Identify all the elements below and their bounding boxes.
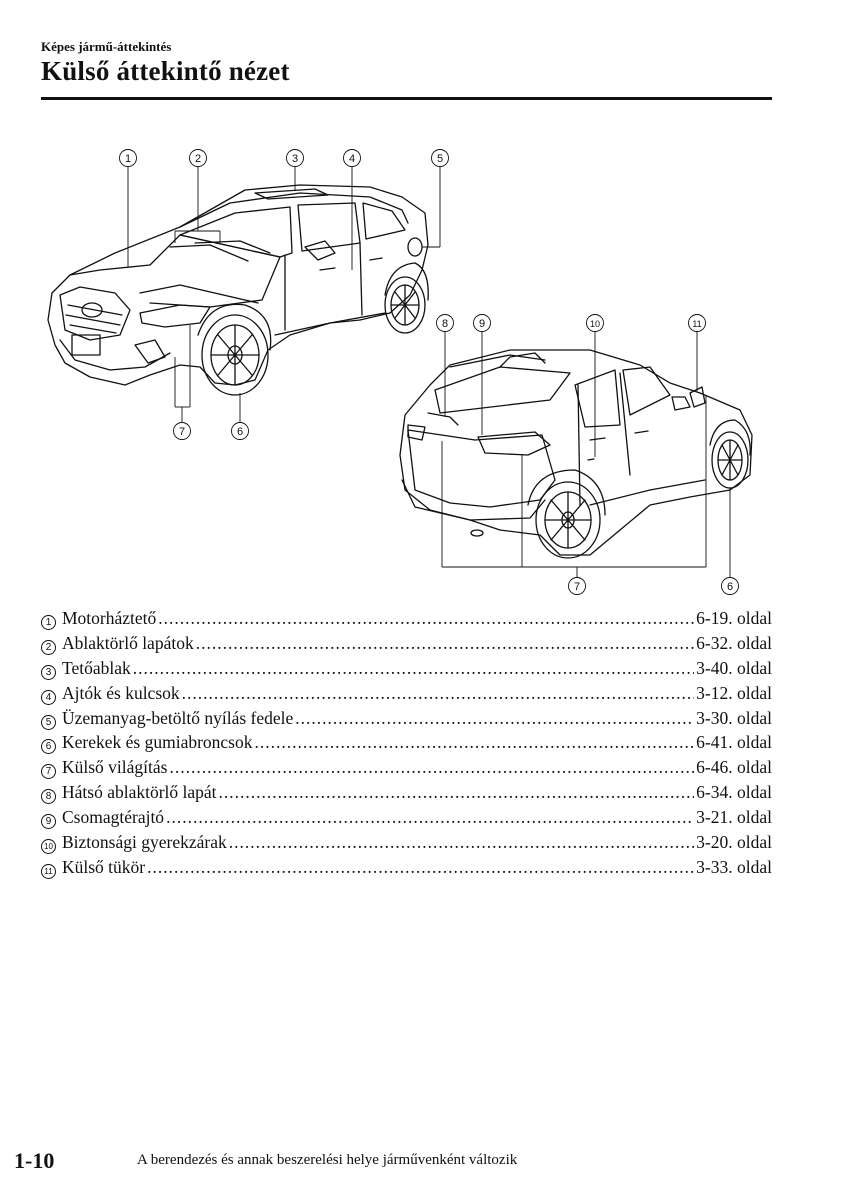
- toc-item-number: 8: [41, 789, 56, 805]
- toc-item-label: Külső tükör: [62, 856, 146, 877]
- page-number: 1-10: [14, 1148, 55, 1173]
- toc-row: 6 Kerekek és gumiabroncsok 6-41. oldal: [41, 730, 772, 755]
- toc-item-label: Hátsó ablaktörlő lapát: [62, 782, 217, 803]
- toc-item-number: 7: [41, 764, 56, 780]
- callout-labels: 1 2 3 4 5 7 6 8 9 10 11 7 6: [125, 153, 733, 593]
- toc-item-label: Üzemanyag-betöltő nyílás fedele: [62, 707, 294, 728]
- toc-item-page: 3-40. oldal: [696, 657, 772, 678]
- toc-row: 3 Tetőablak 3-40. oldal: [41, 656, 772, 681]
- callout-7-front-label: 7: [179, 426, 185, 438]
- toc-item-number: 1: [41, 615, 56, 630]
- toc-leader-dots: [295, 706, 694, 731]
- toc-leader-dots: [219, 780, 695, 805]
- callout-1-label: 1: [125, 153, 131, 165]
- toc-row: 1 Motorháztető 6-19. oldal: [41, 606, 772, 631]
- toc-item-label: Ajtók és kulcsok: [62, 682, 180, 703]
- toc-item-number: 5: [41, 714, 56, 730]
- toc-item-page: 3-30. oldal: [696, 707, 772, 728]
- toc-item-number: 6: [41, 739, 56, 755]
- title-rule: [41, 97, 772, 100]
- toc-row: 7 Külső világítás 6-46. oldal: [41, 755, 772, 780]
- callout-7-rear-label: 7: [574, 581, 580, 593]
- toc-item-label: Motorháztető: [62, 608, 157, 628]
- callout-9-label: 9: [479, 318, 485, 330]
- footer-note: A berendezés és annak beszerelési helye …: [137, 1152, 518, 1168]
- toc-item-label: Csomagtérajtó: [62, 807, 165, 828]
- breadcrumb: Képes jármű-áttekintés: [41, 39, 172, 54]
- callout-8-label: 8: [442, 318, 448, 330]
- rear-car-drawing: [399, 349, 753, 559]
- toc-row: 5 Üzemanyag-betöltő nyílás fedele 3-30. ol…: [41, 706, 772, 731]
- toc-item-label: Kerekek és gumiabroncsok: [62, 732, 253, 753]
- toc-leader-dots: [169, 755, 694, 780]
- toc-row: 8 Hátsó ablaktörlő lapát 6-34. oldal: [41, 780, 772, 805]
- toc-row: 9 Csomagtérajtó 3-21. oldal: [41, 805, 772, 830]
- toc-item-page: 6-19. oldal: [696, 608, 772, 628]
- toc-leader-dots: [166, 805, 694, 830]
- toc-leader-dots: [229, 830, 694, 855]
- callout-10-label: 10: [590, 319, 600, 329]
- callout-6-front-label: 6: [237, 426, 243, 438]
- page-title: Külső áttekintő nézet: [41, 56, 290, 86]
- toc-item-page: 6-32. oldal: [696, 632, 772, 653]
- toc-leader-dots: [182, 681, 695, 706]
- callout-3-label: 3: [292, 153, 298, 165]
- toc-item-number: 3: [41, 664, 56, 680]
- toc-leader-dots: [255, 730, 695, 755]
- toc-item-number: 10: [41, 839, 56, 855]
- toc-item-page: 3-21. oldal: [696, 807, 772, 828]
- toc-item-label: Tetőablak: [62, 657, 131, 678]
- callouts: [119, 149, 739, 595]
- toc-item-page: 6-41. oldal: [696, 732, 772, 753]
- toc-leader-dots: [196, 631, 694, 656]
- toc-item-page: 3-20. oldal: [696, 832, 772, 853]
- toc-row: 10 Biztonsági gyerekzárak 3-20. oldal: [41, 830, 772, 855]
- toc-leader-dots: [147, 855, 694, 880]
- toc-item-label: Ablaktörlő lapátok: [62, 632, 194, 653]
- toc-item-page: 6-46. oldal: [696, 757, 772, 778]
- toc-item-page: 6-34. oldal: [696, 782, 772, 803]
- toc-item-number: 9: [41, 814, 56, 830]
- toc-item-label: Külső világítás: [62, 757, 168, 778]
- front-car-drawing: [47, 184, 429, 396]
- callout-2-label: 2: [195, 153, 201, 165]
- vehicle-overview-illustration: 1 2 3 4 5 7 6 8 9 10 11 7 6: [47, 149, 753, 595]
- toc-item-number: 4: [41, 689, 56, 705]
- toc-leader-dots: [133, 656, 694, 681]
- toc-item-number: 2: [41, 639, 56, 655]
- callout-11-label: 11: [692, 319, 701, 329]
- toc-row: 4 Ajtók és kulcsok 3-12. oldal: [41, 681, 772, 706]
- callout-5-label: 5: [437, 153, 443, 165]
- toc-item-number: 11: [41, 863, 56, 879]
- callout-4-label: 4: [349, 153, 355, 165]
- toc-item-page: 3-12. oldal: [696, 682, 772, 703]
- toc-leader-dots: [158, 606, 694, 631]
- toc-row: 11 Külső tükör 3-33. oldal: [41, 855, 772, 880]
- toc-item-label: Biztonsági gyerekzárak: [62, 832, 227, 853]
- callout-6-rear-label: 6: [727, 581, 733, 593]
- component-reference-list: 1 Motorháztető 6-19. oldal 2 Ablaktörlő lapá…: [41, 606, 772, 880]
- toc-item-page: 3-33. oldal: [696, 856, 772, 877]
- toc-row: 2 Ablaktörlő lapátok 6-32. oldal: [41, 631, 772, 656]
